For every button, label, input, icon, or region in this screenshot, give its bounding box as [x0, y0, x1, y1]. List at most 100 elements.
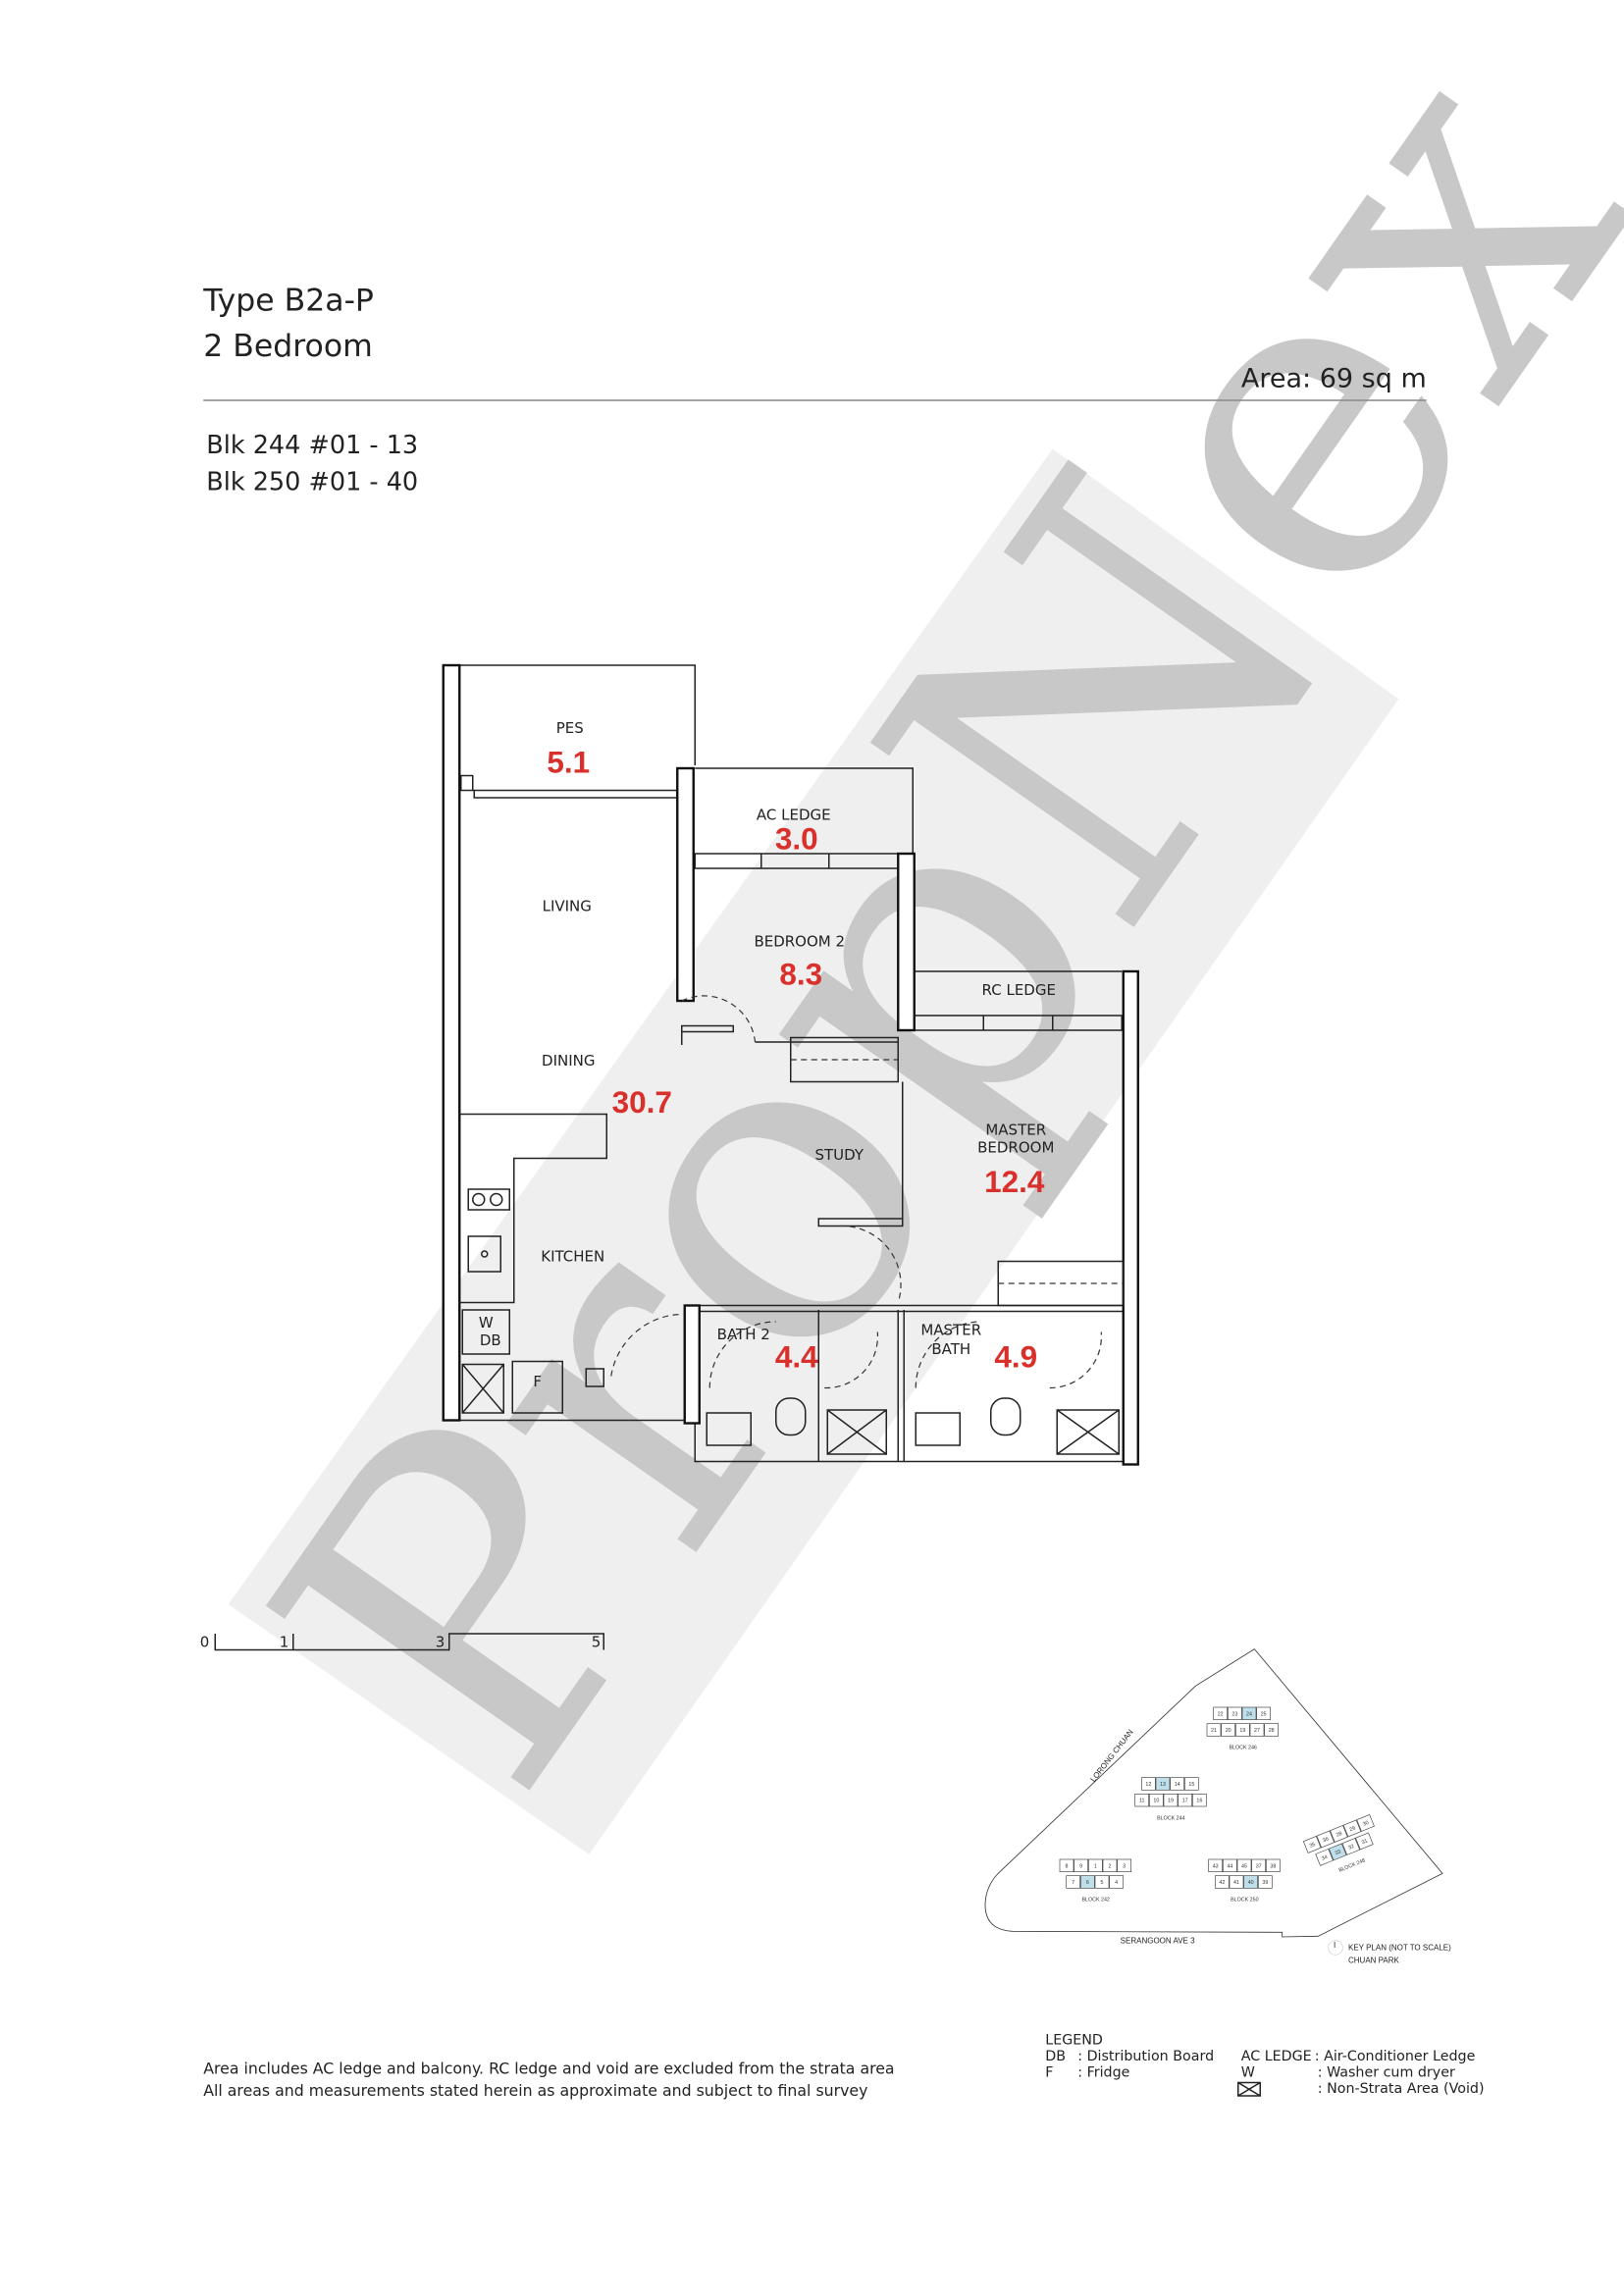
- key-plan-unit-number: 10: [1153, 1799, 1159, 1804]
- bedroom-count: 2 Bedroom: [203, 329, 373, 364]
- key-plan-unit: [1074, 1858, 1088, 1872]
- key-plan-unit-number: 33: [1335, 1849, 1342, 1856]
- key-plan-unit: [1059, 1858, 1074, 1872]
- key-plan-unit: [1178, 1794, 1192, 1807]
- key-plan-unit: [1170, 1777, 1184, 1791]
- scale-tick: 3: [436, 1634, 445, 1651]
- room-label-pes: PES: [556, 719, 584, 737]
- scale-bar: 0 1 3 5: [200, 1633, 604, 1651]
- key-plan-unit-number: 37: [1256, 1863, 1262, 1869]
- key-plan-unit-number: 40: [1248, 1880, 1254, 1886]
- key-plan-unit: [1341, 1837, 1361, 1855]
- legend-key: F: [1045, 2065, 1053, 2081]
- key-plan-unit: [1102, 1858, 1118, 1872]
- key-plan-unit: [1355, 1832, 1374, 1851]
- key-plan-unit: [1241, 1706, 1257, 1720]
- key-plan-unit-number: 42: [1219, 1880, 1225, 1886]
- footnote: Area includes AC ledge and balcony. RC l…: [203, 2060, 894, 2078]
- key-plan-unit-number: 14: [1175, 1782, 1180, 1788]
- room-area-pes: 5.1: [547, 745, 590, 780]
- key-plan-unit: [1256, 1706, 1271, 1720]
- key-plan-unit: [1117, 1858, 1131, 1872]
- key-plan-unit-number: 17: [1182, 1799, 1188, 1804]
- scale-tick: 5: [592, 1634, 602, 1651]
- room-label-rc-ledge: RC LEDGE: [982, 981, 1056, 999]
- key-plan-unit: [1328, 1843, 1347, 1861]
- footnote: All areas and measurements stated herein…: [203, 2081, 867, 2100]
- key-plan-block-label: BLOCK 246: [1229, 1746, 1256, 1751]
- key-plan-unit-number: 4: [1115, 1880, 1118, 1886]
- key-plan-unit-number: 36: [1322, 1836, 1330, 1844]
- void-symbol-icon: [1237, 2081, 1261, 2097]
- room-label-study: STUDY: [814, 1146, 864, 1164]
- key-plan-unit: [1229, 1875, 1244, 1889]
- key-plan-unit: [1155, 1777, 1171, 1791]
- room-label-ac-ledge: AC LEDGE: [757, 807, 831, 824]
- unit-type-title: Type B2a-P: [202, 284, 374, 319]
- room-label-master-bedroom: BEDROOM: [977, 1139, 1054, 1157]
- road-label-serangoon: SERANGOON AVE 3: [1121, 1937, 1195, 1946]
- key-plan-unit: [1264, 1723, 1279, 1737]
- key-plan-unit: [1184, 1777, 1199, 1791]
- key-plan-unit-number: 41: [1233, 1880, 1239, 1886]
- key-plan-unit: [1080, 1875, 1095, 1889]
- key-plan-unit: [1192, 1794, 1207, 1807]
- room-area-ac-ledge: 3.0: [775, 821, 818, 857]
- key-plan-unit-number: 3: [1123, 1863, 1126, 1869]
- key-plan-unit: [1088, 1858, 1103, 1872]
- key-plan-unit: [1228, 1706, 1242, 1720]
- legend-value: : Washer cum dryer: [1318, 2065, 1455, 2081]
- key-plan-unit: [1213, 1706, 1228, 1720]
- scale-tick: 1: [280, 1634, 289, 1651]
- key-plan-unit: [1141, 1777, 1156, 1791]
- key-plan-unit-number: 22: [1218, 1711, 1224, 1717]
- room-label-kitchen: KITCHEN: [541, 1248, 604, 1266]
- key-plan-unit-number: 25: [1261, 1711, 1267, 1717]
- key-plan-unit-number: 19: [1239, 1728, 1245, 1734]
- key-plan-unit: [1235, 1723, 1250, 1737]
- key-plan-unit-number: 11: [1139, 1799, 1145, 1804]
- key-plan-unit-number: 7: [1072, 1880, 1074, 1886]
- db-label: DB: [480, 1331, 501, 1349]
- key-plan-unit-number: 38: [1270, 1863, 1276, 1869]
- key-plan-unit-number: 15: [1188, 1782, 1194, 1788]
- key-plan-unit-number: 43: [1213, 1863, 1219, 1869]
- key-plan-unit-number: 8: [1066, 1863, 1069, 1869]
- key-plan-unit: [1249, 1723, 1265, 1737]
- key-plan-unit: [1206, 1723, 1222, 1737]
- key-plan-unit: [1149, 1794, 1164, 1807]
- unit-list-item: Blk 250 #01 - 40: [206, 468, 418, 497]
- key-plan-unit: [1134, 1794, 1149, 1807]
- key-plan-unit-number: 1: [1094, 1863, 1097, 1869]
- key-plan-unit-number: 6: [1086, 1880, 1089, 1886]
- room-area-bedroom2: 8.3: [779, 957, 822, 992]
- legend: LEGEND DB : Distribution Board F : Fridg…: [1045, 2033, 1484, 2098]
- key-plan-unit: [1221, 1723, 1235, 1737]
- room-area-living-dining: 30.7: [612, 1084, 672, 1120]
- key-plan-unit-number: 13: [1160, 1782, 1166, 1788]
- key-plan: LORONG CHUAN SERANGOON AVE 3 I KEY PLAN …: [984, 1648, 1451, 1965]
- key-plan-unit: [1243, 1875, 1258, 1889]
- legend-title: LEGEND: [1045, 2033, 1103, 2049]
- key-plan-unit-number: 24: [1246, 1711, 1252, 1717]
- key-plan-unit: [1066, 1875, 1080, 1889]
- key-plan-unit-number: 34: [1321, 1854, 1329, 1862]
- key-plan-unit-number: 39: [1262, 1880, 1268, 1886]
- road-label-lorong-chuan: LORONG CHUAN: [1088, 1728, 1134, 1784]
- scale-tick: 0: [200, 1634, 210, 1651]
- key-plan-unit-number: 23: [1231, 1711, 1237, 1717]
- room-area-master-bath: 4.9: [994, 1339, 1037, 1375]
- key-plan-unit-number: 28: [1269, 1728, 1275, 1734]
- key-plan-unit-number: 2: [1109, 1863, 1112, 1869]
- legend-key: AC LEDGE: [1241, 2049, 1312, 2064]
- key-plan-unit: [1208, 1858, 1223, 1872]
- key-plan-block-label: BLOCK 242: [1081, 1898, 1109, 1904]
- key-plan-unit: [1356, 1814, 1375, 1832]
- key-plan-unit: [1342, 1819, 1362, 1838]
- key-plan-unit: [1302, 1835, 1322, 1853]
